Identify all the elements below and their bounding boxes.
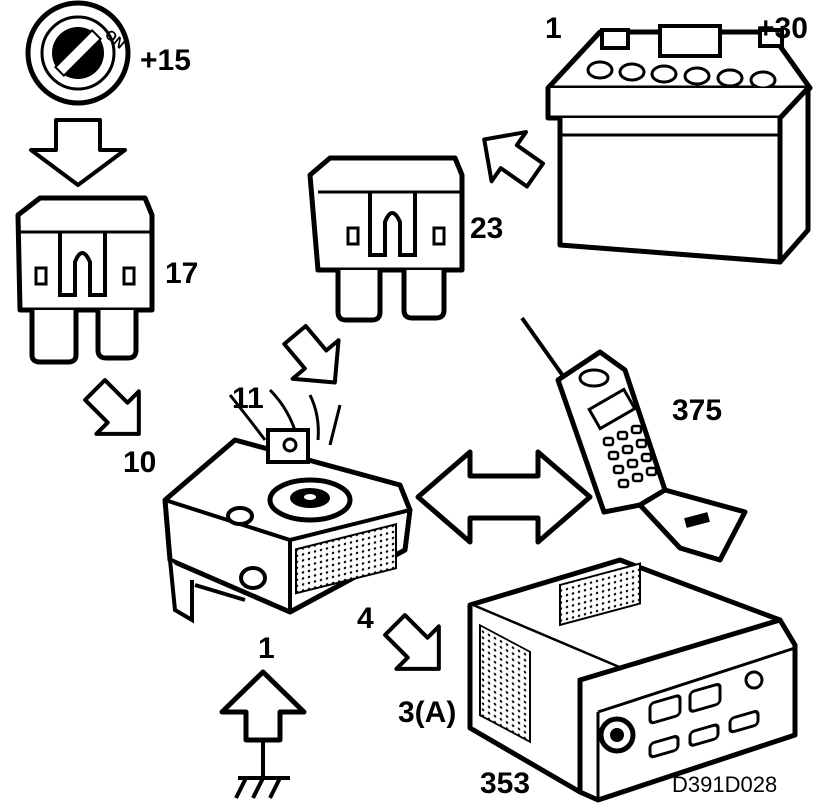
arrow-to-radio-icon	[383, 613, 441, 671]
mobile-phone-icon	[520, 316, 748, 563]
control-module-icon	[162, 388, 413, 624]
arrow-4-label: 4	[357, 602, 374, 635]
ignition-label: +15	[140, 44, 191, 77]
arrow-to-module-icon	[282, 324, 341, 385]
arrow-from-battery-icon	[482, 130, 546, 189]
arrow-up-icon	[219, 669, 307, 743]
ground-label: 1	[258, 632, 275, 665]
arrow-down-icon	[29, 118, 127, 187]
arrow-10-label: 10	[123, 446, 156, 479]
module-label: 11	[232, 382, 264, 415]
arrow-diagonal-icon	[83, 378, 141, 436]
phone-label: 375	[672, 394, 722, 427]
radio-label: 353	[480, 767, 530, 800]
ignition-switch-icon: ON	[25, 0, 131, 106]
fuse-17-label: 17	[165, 257, 198, 290]
radio-connector-label: 3(A)	[398, 696, 456, 729]
drawing-code: D391D028	[672, 772, 777, 797]
fuse-23-icon	[307, 155, 465, 323]
battery-icon	[545, 24, 813, 265]
battery-terminal-label: +30	[757, 12, 808, 45]
bidirectional-arrow-icon	[415, 449, 593, 545]
fuse-23-label: 23	[470, 212, 503, 245]
fuse-17-icon	[15, 195, 155, 365]
battery-number-label: 1	[545, 12, 562, 45]
ground-icon	[234, 740, 290, 799]
radio-unit-icon	[467, 557, 798, 803]
